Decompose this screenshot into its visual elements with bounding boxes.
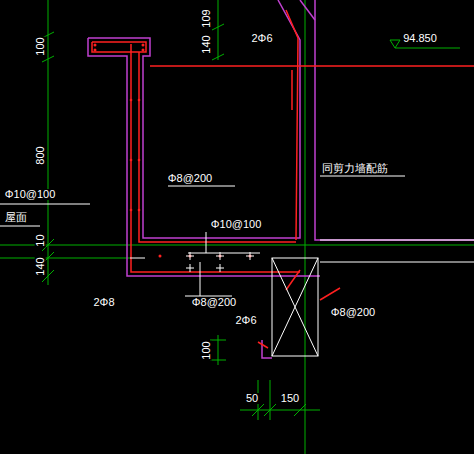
- drawing-label: 140: [200, 34, 211, 54]
- drawing-label: 2Φ8: [92, 297, 115, 308]
- drawing-label: 同剪力墙配筋: [321, 163, 389, 174]
- drawing-label: 109: [200, 8, 211, 28]
- drawing-label: 10: [35, 233, 46, 247]
- drawing-label: 50: [245, 393, 259, 404]
- drawing-label: 屋面: [4, 212, 28, 223]
- drawing-label: 150: [280, 393, 300, 404]
- drawing-label: 94.850: [402, 33, 438, 44]
- drawing-label: Φ8@200: [191, 297, 237, 308]
- drawing-label: 2Φ6: [250, 33, 273, 44]
- drawing-label: Φ10@100: [210, 219, 263, 230]
- drawing-label: 2Φ6: [234, 315, 257, 326]
- drawing-label: 100: [34, 36, 45, 56]
- drawing-label: Φ8@200: [167, 173, 213, 184]
- drawing-label: 140: [34, 256, 45, 276]
- drawing-label: 100: [200, 340, 211, 360]
- drawing-label: 800: [34, 145, 45, 165]
- drawing-label: Φ8@200: [330, 307, 376, 318]
- drawing-label: Φ10@100: [4, 189, 57, 200]
